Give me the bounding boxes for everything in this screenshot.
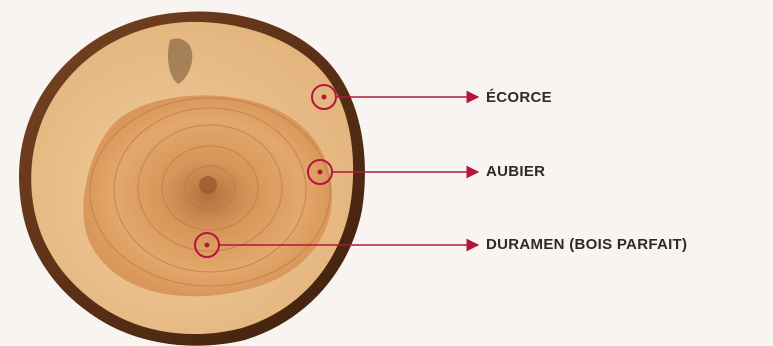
callout-dot-sapwood — [318, 170, 323, 175]
label-sapwood: AUBIER — [486, 163, 545, 181]
label-bark: ÉCORCE — [486, 89, 552, 107]
callout-dot-bark — [322, 95, 327, 100]
pith — [199, 176, 217, 194]
label-heartwood: DURAMEN (BOIS PARFAIT) — [486, 236, 687, 254]
callout-dot-heartwood — [205, 243, 210, 248]
log-cross-section — [19, 12, 365, 346]
